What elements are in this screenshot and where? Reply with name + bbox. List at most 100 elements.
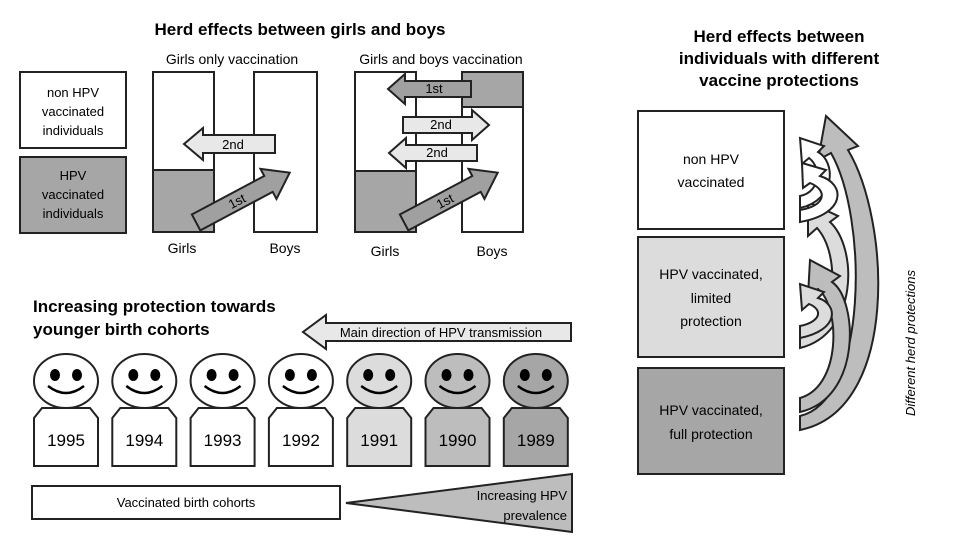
eye-icon [519,369,530,381]
legend-non-vaccinated-line: non HPV [47,85,99,100]
curved-arrow-full-to-limited [799,258,851,414]
legend-non-vaccinated: non HPV vaccinated individuals [19,71,127,149]
birth-cohort-person: 1995 [33,353,99,467]
legend-non-vaccinated-line: vaccinated [42,104,104,119]
girls-only-girls-label: Girls [168,240,197,256]
eye-icon [385,369,396,381]
birth-cohort-person: 1991 [346,353,413,467]
smile-icon [438,384,477,395]
birth-cohort-person: 1993 [189,353,256,467]
legend-vaccinated-line: vaccinated [42,187,104,202]
legend-vaccinated-line: individuals [43,206,104,221]
protection-box-non-vaccinated: non HPV vaccinated [637,110,785,230]
girls-boys-arrow-label: 2nd [430,117,452,132]
girls-boys-boys-vaccinated-fill [463,73,522,107]
eye-icon [306,369,317,381]
girls-only-panel: Girls only vaccination 2nd 1st Girls Boy… [152,51,318,256]
protection-box-full: HPV vaccinated, full protection [637,367,785,475]
smiley-face-icon [33,353,99,409]
birth-year-label: 1989 [517,431,555,450]
eye-icon [50,369,60,381]
birth-year-label: 1990 [439,431,477,450]
person-body [111,407,178,467]
person-body [346,407,413,467]
girls-boys-2nd-right-arrow [402,107,491,143]
eye-icon [441,369,452,381]
smile-icon [47,384,85,395]
person-body [502,407,569,467]
girls-boys-2nd-left-arrow [387,135,478,171]
girls-only-heading: Girls only vaccination [166,51,298,67]
eye-icon [284,369,295,381]
girls-boys-1st-left-arrow [386,71,472,107]
girls-only-2nd-arrow [182,125,276,163]
legend-vaccinated: HPV vaccinated individuals [19,156,127,234]
person-body [189,407,256,467]
smiley-face-icon [189,353,256,409]
person-body [33,407,99,467]
protection-box-line: limited [691,290,731,306]
herd-curved-arrows [798,114,880,432]
transmission-direction-arrow [301,313,572,351]
smile-icon [517,384,555,395]
transmission-direction-label: Main direction of HPV transmission [340,325,542,340]
girls-boys-arrow-label: 1st [434,190,457,212]
protection-box-limited: HPV vaccinated, limited protection [637,236,785,358]
curved-arrow-non-self-bottom [799,161,839,224]
protection-box-line: non HPV [683,151,740,167]
girls-boys-arrow-label: 2nd [426,145,448,160]
hpv-prevalence-wedge [345,472,573,534]
birth-cohort-person: 1989 [502,353,569,467]
cohorts-title-line: younger birth cohorts [33,320,210,339]
birth-year-label: 1991 [360,431,398,450]
vaccinated-cohorts-label: Vaccinated birth cohorts [117,495,256,510]
legend-vaccinated-line: HPV [60,168,87,183]
smiley-face-icon [111,353,178,409]
eye-icon [541,369,552,381]
protection-box-line: vaccinated [678,174,745,190]
birth-year-label: 1995 [47,431,85,450]
girls-only-boys-label: Boys [269,240,300,256]
girls-boys-panel: Girls and boys vaccination 1st 2nd 2nd 1… [354,51,524,259]
birth-cohort-person: 1992 [267,353,334,467]
protection-box-line: HPV vaccinated, [659,402,763,418]
legend-non-vaccinated-line: individuals [43,123,104,138]
birth-cohort-person: 1990 [424,353,491,467]
herd-prot-title-line: vaccine protections [699,71,859,90]
hpv-prevalence-line: prevalence [503,508,567,523]
person-body [424,407,491,467]
eye-icon [228,369,239,381]
different-herd-protections-label: Different herd protections [903,270,918,416]
smile-icon [203,384,242,395]
eye-icon [128,369,139,381]
smile-icon [360,384,398,395]
smiley-face-icon [267,353,334,409]
girls-boys-1st-diagonal-arrow [398,167,500,232]
hpv-prevalence-line: Increasing HPV [477,488,568,503]
eye-icon [206,369,217,381]
protection-box-line: HPV vaccinated, [659,266,763,282]
birth-cohort-person: 1994 [111,353,178,467]
smile-icon [282,384,320,395]
girls-only-1st-arrow [190,167,292,232]
herd-gb-title: Herd effects between girls and boys [155,20,446,39]
girls-only-2nd-label: 2nd [222,137,244,152]
girls-boys-boys-label: Boys [476,243,507,259]
eye-icon [463,369,474,381]
eye-icon [72,369,82,381]
smile-icon [125,384,164,395]
smiley-face-icon [424,353,491,409]
girls-only-1st-label: 1st [226,190,249,212]
vaccinated-cohorts-bar [31,485,341,520]
person-body [267,407,334,467]
herd-prot-title-line: individuals with different [679,49,880,68]
protection-box-line: protection [680,313,741,329]
eye-icon [150,369,161,381]
cohorts-title-line: Increasing protection towards [33,297,276,316]
smiley-face-icon [502,353,569,409]
girls-boys-girls-label: Girls [371,243,400,259]
protection-box-line: full protection [669,426,752,442]
birth-year-label: 1994 [125,431,163,450]
